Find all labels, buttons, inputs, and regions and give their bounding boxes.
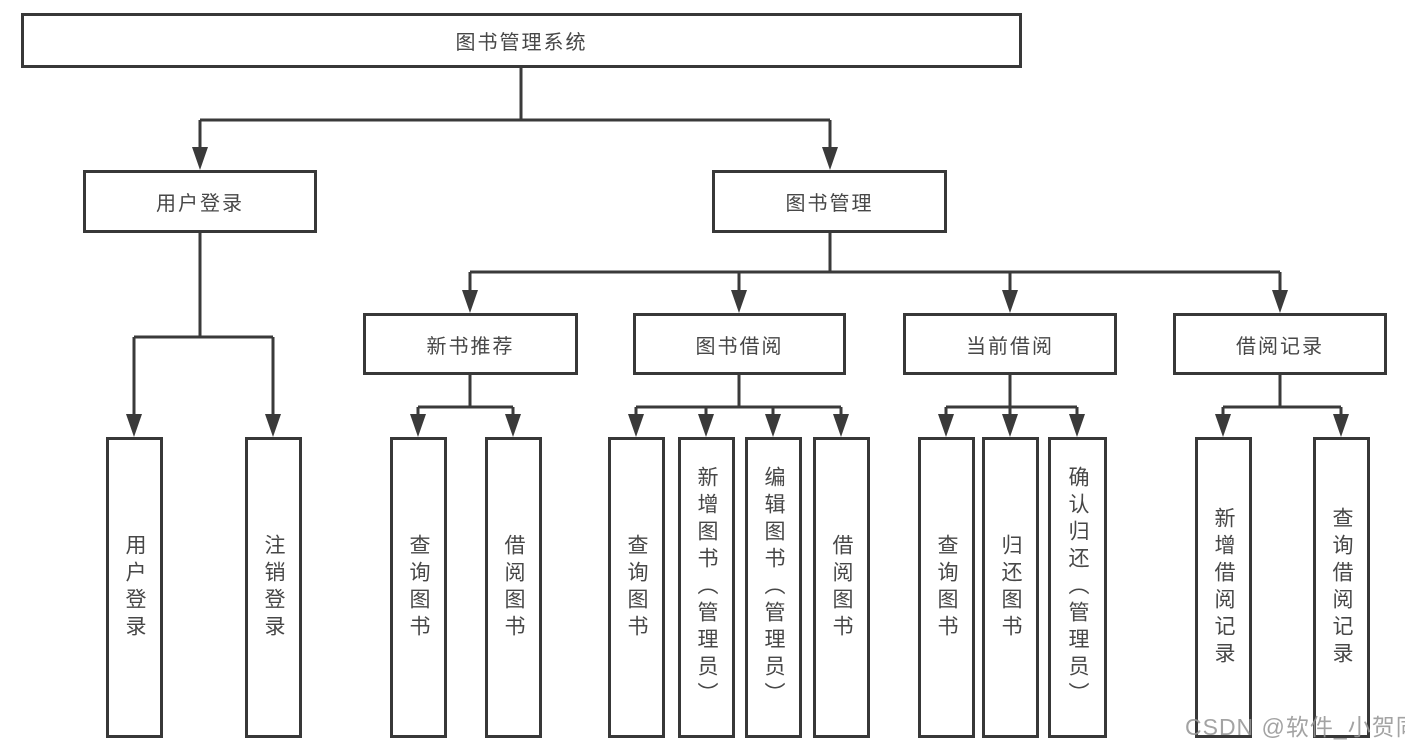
node-current-borrowing: 当前借阅 [903, 313, 1117, 375]
connector-lines [634, 375, 843, 415]
node-label: 借阅记录 [1236, 335, 1324, 358]
connector-new-books-to-leaves [410, 375, 521, 437]
leaf-label: 确认归还（管理员） [1066, 466, 1089, 709]
leaf-user-login: 用户登录 [106, 437, 163, 738]
leaf-label: 查询图书 [935, 533, 958, 642]
arrowheads [1215, 414, 1349, 437]
connector-lines [132, 233, 275, 415]
leaf-borrow-books: 借阅图书 [813, 437, 870, 738]
connector-current-borrow-to-leaves [938, 375, 1085, 437]
connector-lines [416, 375, 515, 415]
leaf-label: 新增图书（管理员） [695, 466, 718, 709]
connector-user-login-to-leaves [126, 233, 281, 437]
arrowheads [628, 414, 849, 437]
leaf-return-books: 归还图书 [982, 437, 1039, 738]
arrowheads [410, 414, 521, 437]
leaf-label: 编辑图书（管理员） [762, 466, 785, 709]
node-label: 图书管理系统 [455, 32, 588, 54]
connector-lines [944, 375, 1079, 415]
node-borrowing-records: 借阅记录 [1173, 313, 1387, 375]
node-label: 用户登录 [156, 193, 244, 215]
node-new-book-recommend: 新书推荐 [363, 313, 578, 375]
node-user-login-branch: 用户登录 [83, 170, 317, 233]
leaf-query-books-newbook: 查询图书 [390, 437, 447, 738]
leaf-add-borrow-record: 新增借阅记录 [1195, 437, 1252, 738]
connector-lines [468, 233, 1282, 291]
leaf-query-books-borrow: 查询图书 [608, 437, 665, 738]
leaf-label: 借阅图书 [830, 533, 853, 642]
leaf-edit-books-admin: 编辑图书（管理员） [745, 437, 802, 738]
connector-lines [1221, 375, 1343, 415]
arrowheads [938, 414, 1085, 437]
arrowheads [462, 290, 1288, 313]
leaf-logout: 注销登录 [245, 437, 302, 738]
leaf-query-books-current: 查询图书 [918, 437, 975, 738]
leaf-query-borrow-record: 查询借阅记录 [1313, 437, 1370, 738]
csdn-watermark: CSDN @软件_小贺同学 [1185, 714, 1405, 740]
node-book-management-branch: 图书管理 [712, 170, 947, 233]
arrowheads [192, 147, 838, 170]
connector-borrow-records-to-leaves [1215, 375, 1349, 437]
leaf-label: 归还图书 [999, 533, 1022, 642]
leaf-add-books-admin: 新增图书（管理员） [678, 437, 735, 738]
connector-book-borrow-to-leaves [628, 375, 849, 437]
leaf-label: 注销登录 [262, 533, 285, 642]
leaf-label: 查询图书 [407, 533, 430, 642]
connector-lines [198, 68, 832, 148]
leaf-borrow-books-newbook: 借阅图书 [485, 437, 542, 738]
leaf-label: 查询借阅记录 [1330, 506, 1353, 669]
leaf-confirm-return-admin: 确认归还（管理员） [1048, 437, 1107, 738]
leaf-label: 查询图书 [625, 533, 648, 642]
node-label: 新书推荐 [426, 335, 515, 358]
leaf-label: 借阅图书 [502, 533, 525, 642]
node-label: 图书借阅 [695, 335, 784, 358]
node-library-system-root: 图书管理系统 [21, 13, 1022, 68]
connector-root-to-level2 [192, 68, 838, 170]
leaf-label: 新增借阅记录 [1212, 506, 1235, 669]
node-label: 当前借阅 [966, 335, 1054, 358]
leaf-label: 用户登录 [123, 533, 146, 642]
node-label: 图书管理 [785, 193, 874, 215]
node-book-borrowing: 图书借阅 [633, 313, 846, 375]
arrowheads [126, 414, 281, 437]
connector-book-mgmt-to-level3 [462, 233, 1288, 313]
